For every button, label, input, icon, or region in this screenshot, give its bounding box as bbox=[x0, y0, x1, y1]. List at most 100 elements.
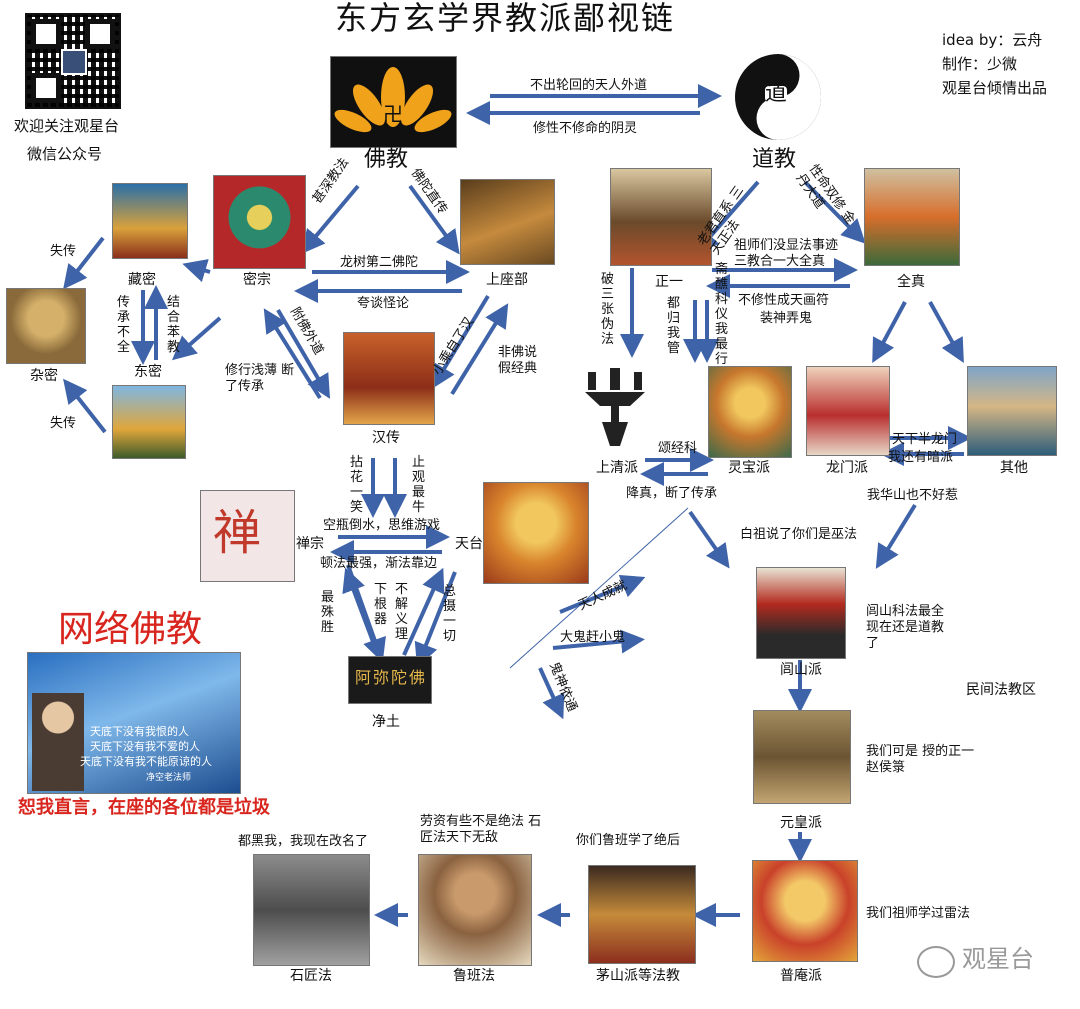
lingbao-image bbox=[708, 366, 792, 458]
edge-zhuangshen: 装神弄鬼 bbox=[760, 311, 813, 326]
edge-nianhua: 拈花一笑 bbox=[349, 455, 363, 515]
shangzuo-label: 上座部 bbox=[486, 272, 528, 288]
jingtu-label: 净土 bbox=[372, 714, 400, 730]
edge-kuatan: 夸谈怪论 bbox=[357, 296, 410, 311]
edge-posanzhang: 破三张伪法 bbox=[600, 272, 614, 347]
tao-char: 道 bbox=[765, 81, 788, 106]
luban-label: 鲁班法 bbox=[453, 968, 495, 984]
maoshan-image bbox=[588, 865, 696, 964]
yin-yang-icon: 道 bbox=[733, 52, 823, 142]
arrow-longmen-lushan bbox=[875, 503, 917, 569]
arrow-mizong-zangmi bbox=[182, 259, 211, 283]
yuanhuang-note: 我们可是 授的正一赵侯箓 bbox=[866, 744, 975, 775]
net-signature: 净空老法师 bbox=[146, 773, 192, 783]
maoshan-label: 茅山派等法教 bbox=[596, 968, 680, 984]
arrow-dagui bbox=[552, 629, 645, 654]
lotus-icon: 卍 bbox=[334, 67, 452, 133]
edge-huashan: 我华山也不好惹 bbox=[867, 488, 959, 503]
dongmi-label: 东密 bbox=[134, 364, 162, 380]
edge-bujie: 不解义理 bbox=[394, 582, 408, 642]
minjian-label: 民间法教区 bbox=[966, 682, 1036, 698]
edge-zhaijiao: 斋醮科仪我最行 bbox=[714, 262, 728, 367]
qita-label: 其他 bbox=[1000, 460, 1028, 476]
arrow-tianren bbox=[559, 574, 646, 614]
mizong-label: 密宗 bbox=[243, 272, 271, 288]
jingtu-image: 阿弥陀佛 bbox=[348, 656, 432, 704]
puan-label: 普庵派 bbox=[780, 968, 822, 984]
arrow-hanchuan-mizong bbox=[263, 308, 322, 400]
edge-douguiwo: 都归我管 bbox=[666, 296, 680, 356]
shangzuo-image bbox=[460, 179, 555, 265]
edge-qianbo: 修行浅薄 断了传承 bbox=[225, 363, 295, 394]
arrow-quanzhen-qita bbox=[928, 301, 964, 363]
edge-zongshe: 总摄一切 bbox=[442, 584, 456, 644]
arrow-hanchuan-shangzuo bbox=[450, 303, 509, 396]
longmen-image bbox=[806, 366, 890, 456]
qita-image bbox=[967, 366, 1057, 456]
monk-portrait bbox=[32, 693, 84, 791]
mizong-image bbox=[213, 175, 306, 269]
arrow-quanzhen-longmen bbox=[872, 301, 907, 364]
lushan-note: 闾山科法最全 现在还是道教了 bbox=[866, 604, 945, 651]
edge-wufa: 白祖说了你们是巫法 bbox=[740, 527, 858, 542]
zami-image bbox=[6, 288, 86, 364]
watermark: 观星台 bbox=[962, 945, 1034, 973]
chan-image: 禅 bbox=[200, 490, 295, 582]
arrow-jingtu-chan bbox=[342, 567, 380, 656]
shangqing-label: 上清派 bbox=[596, 460, 638, 476]
qr-caption-1: 欢迎关注观星台 bbox=[14, 117, 120, 135]
maoshan-note: 你们鲁班学了绝后 bbox=[576, 833, 681, 848]
net-caption: 恕我直言，在座的各位都是垃圾 bbox=[18, 797, 270, 818]
net-banner-2: 天底下没有我不爱的人 bbox=[90, 740, 200, 753]
edge-dunfa: 顿法最强，渐法靠边 bbox=[320, 556, 438, 571]
hanchuan-label: 汉传 bbox=[372, 430, 400, 446]
edge-tianxia: 天下半龙门 bbox=[892, 432, 958, 447]
link-jingtu-minjian bbox=[509, 507, 689, 669]
edge-xiagenqi: 下根器 bbox=[373, 582, 387, 627]
zangmi-label: 藏密 bbox=[128, 272, 156, 288]
net-banner-1: 天底下没有我恨的人 bbox=[90, 725, 189, 738]
quanzhen-label: 全真 bbox=[897, 274, 925, 290]
edge-huafu: 不修性成天画符 bbox=[738, 293, 830, 308]
quanzhen-image bbox=[864, 168, 960, 266]
qr-code bbox=[25, 13, 121, 109]
shijiang-note: 都黑我，我现在改名了 bbox=[238, 834, 369, 849]
tiantai-image bbox=[483, 482, 589, 584]
zhengyi-label: 正一 bbox=[655, 274, 683, 290]
edge-chuancheng: 传承不全 bbox=[116, 295, 130, 355]
taoism-label: 道教 bbox=[752, 147, 797, 172]
edge-feifo: 非佛说 假经典 bbox=[498, 345, 538, 376]
arrow-shangqing-lushan bbox=[688, 510, 730, 569]
tiantai-label: 天台 bbox=[455, 536, 483, 552]
edge-zuishusheng: 最殊胜 bbox=[320, 590, 334, 635]
edge-zami-lost-1: 失传 bbox=[50, 244, 77, 259]
luban-image bbox=[418, 854, 532, 966]
edge-zushi: 祖师们没显法事迹 bbox=[734, 238, 839, 253]
shijiang-image bbox=[253, 854, 370, 966]
edge-zami-lost-2: 失传 bbox=[50, 416, 77, 431]
page-title: 东方玄学界教派鄙视链 bbox=[335, 0, 676, 37]
edge-benjiao: 结合苯教 bbox=[166, 295, 180, 355]
edge-longshu: 龙树第二佛陀 bbox=[340, 255, 419, 270]
svg-text:卍: 卍 bbox=[383, 102, 403, 126]
credit-maker: 制作：少微 bbox=[942, 55, 1018, 73]
chan-char: 禅 bbox=[213, 505, 262, 561]
label-to-taoism: 不出轮回的天人外道 bbox=[530, 78, 648, 93]
chan-label: 禅宗 bbox=[296, 536, 324, 552]
edge-songjing: 颂经科 bbox=[658, 441, 698, 456]
luban-note: 劳资有些不是绝法 石匠法天下无敌 bbox=[420, 814, 542, 845]
zhengyi-image bbox=[610, 168, 712, 266]
arrow-taoism-quanzhen bbox=[803, 180, 866, 244]
edge-anpai: 我还有暗派 bbox=[888, 450, 954, 465]
zangmi-image bbox=[112, 183, 188, 259]
buddhism-label: 佛教 bbox=[364, 147, 409, 172]
wechat-icon bbox=[917, 946, 955, 978]
arrow-mizong-dongmi bbox=[171, 316, 222, 361]
edge-jiangzhen: 降真，断了传承 bbox=[626, 486, 718, 501]
hanchuan-image bbox=[343, 332, 435, 425]
arrow-jingtu-tiantai bbox=[402, 567, 445, 656]
shijiang-label: 石匠法 bbox=[290, 968, 332, 984]
puan-note: 我们祖师学过雷法 bbox=[866, 906, 971, 921]
credit-idea: idea by：云舟 bbox=[942, 31, 1043, 49]
